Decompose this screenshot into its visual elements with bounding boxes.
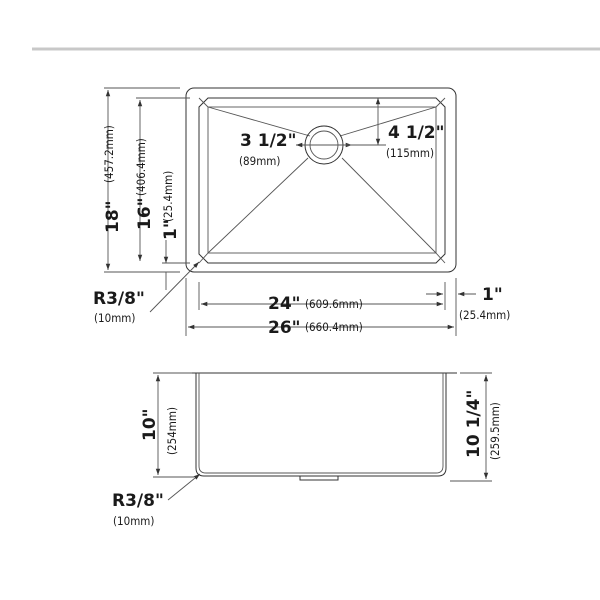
side-corner-radius-label: R3/8" [112,491,164,511]
top-view: 18" (457.2mm) 16" (406.4mm) 1" (25.4mm) … [93,87,510,338]
rim-width-metric: (25.4mm) [459,308,510,322]
rim-width-label: 1" [482,285,503,305]
inner-width-label: 24" [268,294,301,314]
sink-bowl-bottom [207,106,437,254]
drain-stub [299,475,339,481]
rim-depth-label: 1" [161,219,181,240]
sink-inner-outline [198,97,446,264]
overall-depth-metric: (457.2mm) [102,125,116,183]
bowl-depth-label: 10" [140,408,160,441]
corner-radius-label: R3/8" [93,289,145,309]
overall-width-metric: (660.4mm) [305,320,363,334]
inner-depth-metric: (406.4mm) [134,138,148,196]
drain-offset-label: 4 1/2" [388,123,444,143]
drain-diameter-label: 3 1/2" [240,131,296,151]
side-view: 10" (254mm) 10 1/4" (259.5mm) R3/8" (10m… [112,372,502,528]
inner-width-metric: (609.6mm) [305,297,363,311]
corner-radius-metric: (10mm) [94,311,135,325]
rim-depth-metric: (25.4mm) [161,171,175,222]
sink-side-profile [195,373,447,477]
side-overall-depth-metric: (259.5mm) [488,402,502,460]
overall-depth-label: 18" [103,200,123,233]
inner-depth-label: 16" [135,197,155,230]
drain-offset-metric: (115mm) [386,146,434,160]
bowl-depth-metric: (254mm) [165,407,179,455]
sink-outer-rim [185,87,457,273]
side-overall-depth-label: 10 1/4" [464,390,484,458]
drain-diameter-metric: (89mm) [239,154,280,168]
side-corner-radius-metric: (10mm) [113,514,154,528]
overall-width-label: 26" [268,318,301,338]
